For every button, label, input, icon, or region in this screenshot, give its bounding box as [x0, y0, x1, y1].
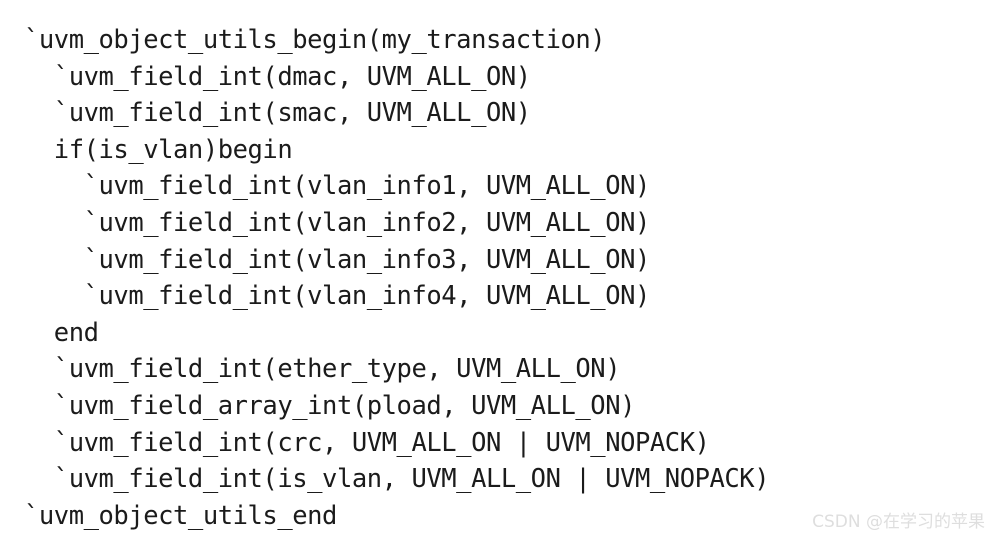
csdn-watermark: CSDN @在学习的苹果: [812, 512, 985, 533]
code-listing: `uvm_object_utils_begin(my_transaction) …: [0, 13, 1001, 555]
code-line: `uvm_field_array_int(pload, UVM_ALL_ON): [24, 388, 1001, 425]
code-line: `uvm_field_int(vlan_info1, UVM_ALL_ON): [24, 168, 1001, 205]
code-line: end: [24, 315, 1001, 352]
code-line: if(is_vlan)begin: [24, 132, 1001, 169]
code-line: `uvm_field_int(is_vlan, UVM_ALL_ON | UVM…: [24, 461, 1001, 498]
code-line: `uvm_field_int(crc, UVM_ALL_ON | UVM_NOP…: [24, 425, 1001, 462]
code-line: `uvm_field_int(dmac, UVM_ALL_ON): [24, 59, 1001, 96]
code-line: `uvm_field_int(vlan_info4, UVM_ALL_ON): [24, 278, 1001, 315]
code-line: `uvm_field_int(ether_type, UVM_ALL_ON): [24, 351, 1001, 388]
code-line: `uvm_field_int(vlan_info3, UVM_ALL_ON): [24, 242, 1001, 279]
code-line: `uvm_object_utils_begin(my_transaction): [24, 22, 1001, 59]
code-line: `uvm_field_int(smac, UVM_ALL_ON): [24, 95, 1001, 132]
code-line: `uvm_field_int(vlan_info2, UVM_ALL_ON): [24, 205, 1001, 242]
